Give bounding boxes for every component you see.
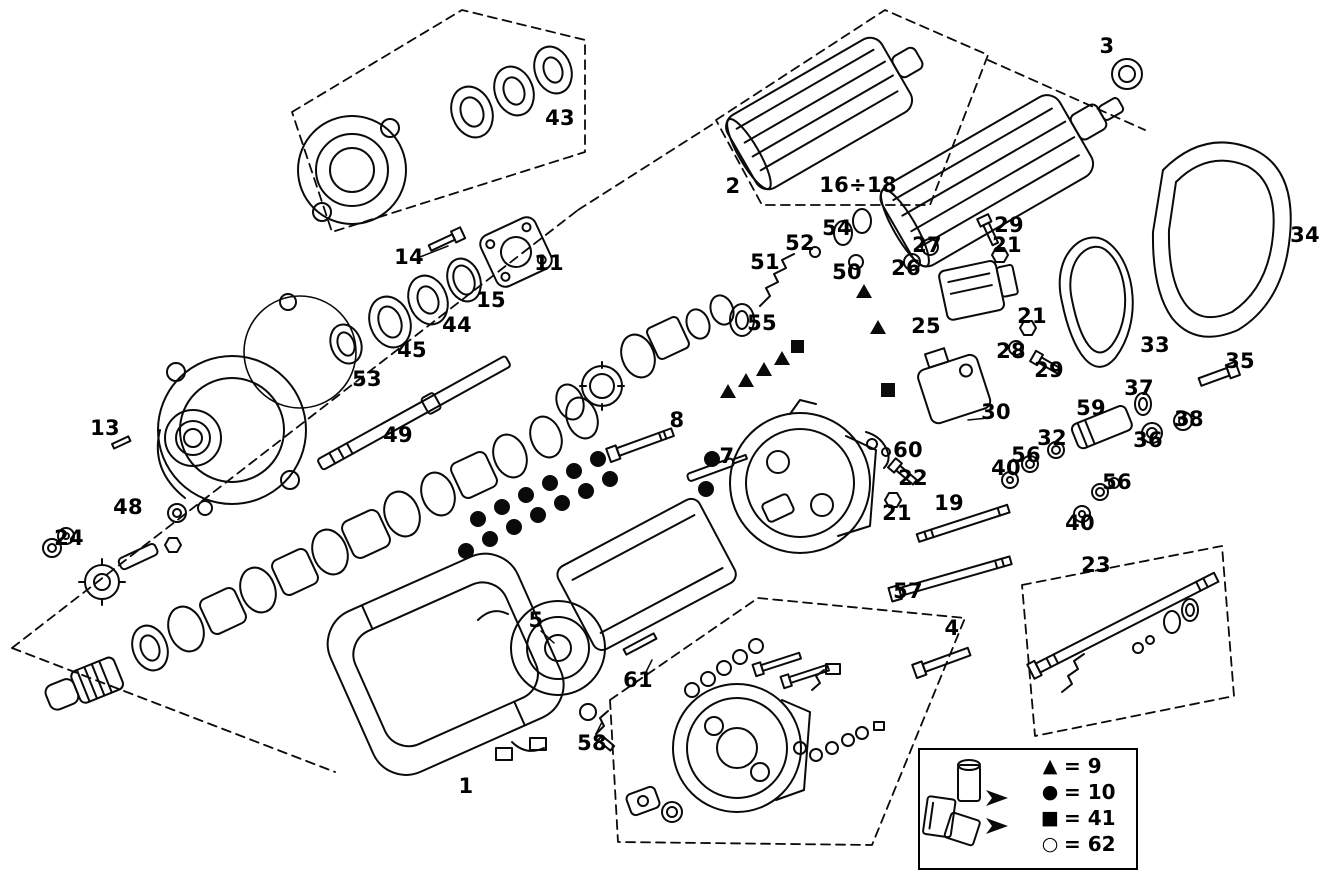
triangle-markers [720,284,886,398]
part-label-24: 24 [54,526,84,550]
part-label-56b: 56 [1102,470,1132,494]
legend-box: ▲ = 9 ● = 10 ■ = 41 ○ = 62 [918,748,1138,870]
part-label-30: 30 [981,400,1011,424]
intermediate-bracket [729,399,877,554]
part-label-40b: 40 [1065,511,1095,535]
part-33-belt [1058,236,1134,368]
part-label-21a: 21 [992,233,1022,257]
circle-marker-icon: ○ [1041,833,1059,855]
part-label-21b: 21 [1017,304,1047,328]
legend-row-square: ■ = 41 [1036,806,1116,830]
square-marker-icon: ■ [1041,807,1059,829]
part-label-38: 38 [1174,407,1204,431]
part-label-15: 15 [476,288,506,312]
legend-label-square: = 41 [1064,806,1116,830]
triangle-marker-icon: ▲ [1042,755,1058,777]
part-label-57: 57 [893,579,923,603]
part-label-8: 8 [669,408,685,432]
part-label-51: 51 [750,250,780,274]
circle-markers [197,293,597,721]
part-label-1: 1 [458,774,474,798]
legend-label-circle: = 62 [1064,832,1116,856]
leader-lines [419,245,989,735]
part-label-4: 4 [944,616,960,640]
part-label-40a: 40 [991,456,1021,480]
part-label-44: 44 [442,313,472,337]
part-16-18-armature [879,94,1125,268]
dot-markers [458,451,720,559]
part-label-56a: 56 [1011,443,1041,467]
right-hardware-group [605,360,1241,603]
part-5-armature [510,497,737,696]
part-label-25: 25 [911,314,941,338]
part-label-26: 26 [891,256,921,280]
part-label-53: 53 [352,367,382,391]
part-25-regulator-group [729,208,1062,375]
part-label-14: 14 [394,245,424,269]
part-label-19: 19 [934,491,964,515]
legend-entries: ▲ = 9 ● = 10 ■ = 41 ○ = 62 [1036,754,1116,856]
legend-row-circle: ○ = 62 [1036,832,1116,856]
part-label-37: 37 [1124,376,1154,400]
part-label-43: 43 [545,106,575,130]
part-label-55: 55 [747,311,777,335]
legend-row-triangle: ▲ = 9 [1036,754,1116,778]
part-label-16-18: 16÷18 [819,173,897,197]
dot-marker-icon: ● [1041,781,1059,803]
legend-row-dot: ● = 10 [1036,780,1116,804]
part-1-pole-housing [326,552,565,776]
bearing-ring-group [368,216,553,349]
part-label-33: 33 [1140,333,1170,357]
part-label-49: 49 [383,423,413,447]
drive-end-shield [156,295,363,505]
part-label-13: 13 [90,416,120,440]
part-label-54: 54 [822,216,852,240]
spline-ring-group [555,294,735,421]
washer-chain [131,396,599,672]
part-23-kit [1026,571,1220,693]
part-label-60: 60 [893,438,923,462]
part-label-34: 34 [1290,223,1320,247]
part-label-27: 27 [912,233,942,257]
part-label-32: 32 [1037,426,1067,450]
part-label-59: 59 [1076,396,1106,420]
part-label-29b: 29 [1034,358,1064,382]
part-4-end-shield-group [625,638,972,823]
legend-drawings [922,759,1008,847]
part-49-shaft [317,355,511,471]
part-label-58: 58 [577,731,607,755]
part-label-2: 2 [725,174,741,198]
legend-label-dot: = 10 [1064,780,1116,804]
part-43-bearing-assembly [297,45,573,225]
part-label-50: 50 [832,260,862,284]
legend-label-triangle: = 9 [1064,754,1102,778]
square-markers [791,340,895,397]
part-label-23: 23 [1081,553,1111,577]
part-30-solenoid [917,347,992,425]
lower-left-pinion-group [42,435,616,752]
part-label-21c: 21 [882,501,912,525]
part-34-cover [1151,141,1292,338]
part-label-3: 3 [1099,34,1115,58]
part-label-7: 7 [719,444,735,468]
part-label-22: 22 [898,466,928,490]
part-label-29a: 29 [994,213,1024,237]
part-label-11: 11 [534,251,564,275]
part-label-61: 61 [623,668,653,692]
part-label-36: 36 [1133,428,1163,452]
part-2-armature [725,36,924,191]
part-label-5: 5 [528,608,544,632]
part-label-35: 35 [1225,349,1255,373]
part-label-48: 48 [113,495,143,519]
part-3-ring [1111,58,1143,90]
part-label-28: 28 [996,339,1026,363]
part-label-45: 45 [397,338,427,362]
part-label-52: 52 [785,231,815,255]
